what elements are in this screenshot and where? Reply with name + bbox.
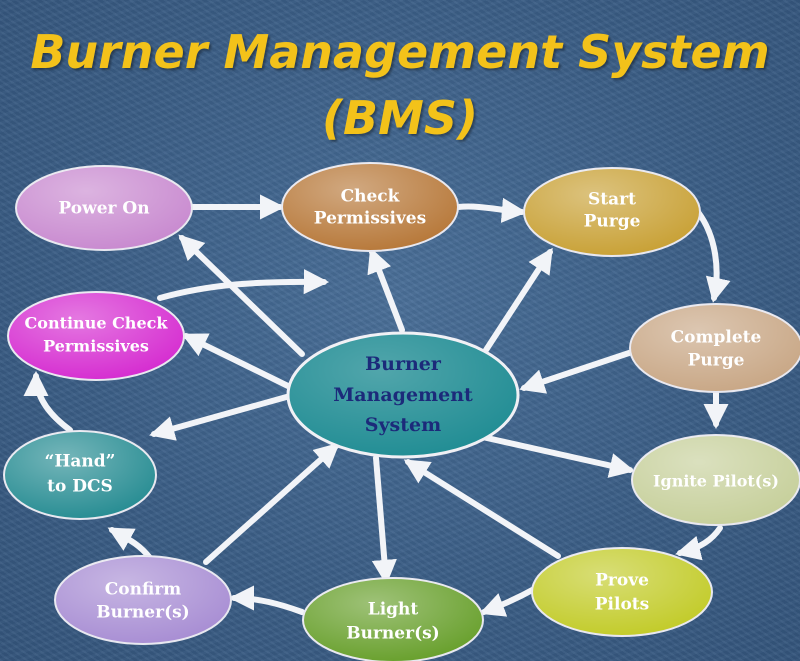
node-label: Power On [58,199,149,219]
node-label: Complete [671,328,762,348]
node-label: Light [368,600,419,620]
node-label: Confirm [105,580,182,600]
arrow-bms-to-light [371,455,397,586]
node-ignite-pilots: Ignite Pilot(s) [631,434,800,526]
node-label: Continue Check [25,314,169,333]
arrow-light-to-confirm [228,585,305,615]
node-label: Start [588,190,636,210]
node-power-on: Power On [15,165,193,251]
node-label: Purge [584,212,641,232]
node-start-purge: Start Purge [523,167,701,257]
node-label: System [365,414,441,436]
arrow-prove-to-light [479,585,539,617]
node-check-permissives: Check Permissives [281,162,459,252]
node-confirm-burners: Confirm Burner(s) [54,555,232,645]
node-label: Burner(s) [96,603,189,623]
arrow-ignite-to-prove [675,525,723,561]
arrow-confirm-to-bms [203,442,340,565]
arrow-bms-to-ignite [475,433,635,478]
arrow-start-to-complete [695,209,731,303]
node-label: “Hand” [45,452,116,472]
node-label: Check [341,187,401,207]
arrow-confirm-to-hand [107,527,153,561]
arrow-bms-to-power [178,234,305,357]
node-label: Burner(s) [346,624,439,644]
node-light-burners: Light Burner(s) [302,577,484,661]
node-label: Permissives [314,209,426,229]
arrow-check-to-start [455,197,528,223]
node-label: Permissives [43,337,149,356]
node-label: to DCS [47,477,113,497]
node-label: Purge [688,351,745,371]
arrow-bms-to-start [483,247,553,353]
node-prove-pilots: Prove Pilots [531,547,713,637]
title-line-2: (BMS) [321,91,478,145]
arrow-bms-to-hand [149,393,293,441]
node-label: Prove [595,571,649,591]
node-complete-purge: Complete Purge [629,303,800,393]
title-line-1: Burner Management System [30,25,770,79]
arrow-complete-to-bms [519,349,635,394]
arrow-hand-to-continue [23,370,73,433]
arrow-prove-to-bms [403,459,561,559]
arrow-bms-to-check [367,247,405,333]
arrow-bms-to-continue [181,333,291,389]
node-hand-to-dcs: “Hand” to DCS [3,430,157,520]
node-burner-management-system: Burner Management System [286,331,520,459]
arrow-continue-to-check [157,269,330,301]
node-label: Pilots [595,595,649,615]
node-label: Ignite Pilot(s) [653,472,779,491]
node-continue-check-permissives: Continue Check Permissives [7,291,185,381]
node-label: Management [333,384,473,406]
node-label: Burner [365,353,442,375]
